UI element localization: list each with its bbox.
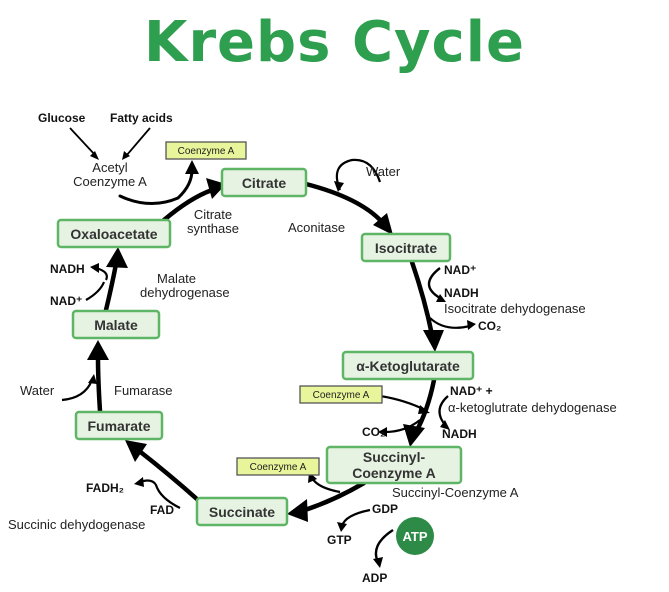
main-cycle-arrows (87, 178, 444, 522)
arrow-kg-co2 (384, 419, 421, 434)
label-glucose: Glucose (38, 111, 86, 125)
label-kg-dehydrogenase: α-ketoglutrate dehydogenase (448, 400, 617, 415)
node-citrate-label: Citrate (242, 175, 287, 191)
node-citrate: Citrate (220, 167, 308, 198)
arrow-water-left (61, 379, 94, 402)
label-aconitase: Aconitase (288, 220, 345, 235)
label-citrate-synthase-line1: Citrate (194, 207, 232, 222)
label-nadh-mal: NADH (50, 262, 85, 276)
coenzyme-badge-ketoglutarate: Coenzyme A (299, 385, 383, 404)
arrow-fatty-acids (125, 127, 151, 157)
arrow-gdp-gtp (340, 508, 371, 527)
node-succinate-label: Succinate (209, 504, 275, 520)
labels: Glucose Fatty acids Acetyl Coenzyme A Ci… (8, 111, 617, 585)
node-isocitrate: Isocitrate (360, 232, 452, 263)
label-iso-dehydrogenase: Isocitrate dehydogenase (444, 301, 586, 316)
arrowhead-succinate (287, 499, 308, 522)
label-succinyl-enzyme: Succinyl-Coenzyme A (392, 485, 519, 500)
page-title: Krebs Cycle (144, 10, 525, 75)
arrow-kg-coa-in (379, 394, 426, 411)
label-acetyl-line2: Coenzyme A (73, 174, 147, 189)
label-nad-iso: NAD⁺ (444, 263, 476, 277)
label-fad: FAD (150, 503, 174, 517)
side-arrows (61, 127, 476, 568)
node-succinyl-line2: Coenzyme A (352, 465, 436, 481)
node-malate: Malate (71, 309, 161, 340)
label-nad-mal: NAD⁺ (50, 294, 82, 308)
arrow-isocitrate-to-ketoglutarate (409, 259, 435, 338)
label-water-top: Water (366, 164, 401, 179)
label-fatty-acids: Fatty acids (110, 111, 173, 125)
label-fumarase: Fumarase (114, 383, 173, 398)
node-succinyl-line1: Succinyl- (363, 449, 426, 465)
arrow-succinate-to-fumarate (135, 447, 201, 503)
label-co2-iso: CO₂ (478, 319, 501, 333)
coenzyme-badge-kg-label: Coenzyme A (313, 390, 370, 401)
arrowhead-succinyl (403, 424, 425, 447)
arrow-atp-adp (374, 528, 394, 563)
arrow-citrate-to-isocitrate (303, 181, 385, 225)
arrow-succinyl-to-succinate (302, 480, 367, 513)
label-co2-kg: CO₂ (362, 425, 385, 439)
label-citrate-synthase-line2: synthase (187, 221, 239, 236)
arrowhead-isocitrate (373, 213, 393, 235)
arrow-iso-nad (427, 267, 441, 300)
node-succinyl-coa: Succinyl- Coenzyme A (325, 445, 463, 485)
node-fumarate-label: Fumarate (87, 418, 150, 434)
arrowhead-oxaloacetate (106, 247, 128, 268)
arrow-kg-nad (438, 395, 449, 427)
label-gdp: GDP (372, 502, 398, 516)
coenzyme-badge-top-label: Coenzyme A (178, 146, 235, 157)
label-adp: ADP (362, 571, 387, 585)
node-succinate: Succinate (195, 496, 289, 527)
node-oxaloacetate-label: Oxaloacetate (70, 226, 157, 242)
node-malate-label: Malate (94, 317, 138, 333)
node-fumarate: Fumarate (74, 410, 164, 441)
node-isocitrate-label: Isocitrate (375, 240, 437, 256)
arrow-iso-co2 (429, 317, 471, 329)
node-ketoglutarate-label: α-Ketoglutarate (356, 358, 460, 374)
coenzyme-badge-top: Coenzyme A (165, 141, 247, 160)
coenzyme-badge-succinyl: Coenzyme A (236, 457, 320, 476)
arrow-glucose (69, 127, 97, 157)
arrow-fumarate-to-malate (95, 355, 103, 414)
label-fadh2: FADH₂ (86, 481, 124, 495)
node-oxaloacetate: Oxaloacetate (56, 218, 172, 249)
coenzyme-badge-succinyl-label: Coenzyme A (250, 462, 307, 473)
label-gtp: GTP (327, 533, 352, 547)
atp-label: ATP (402, 529, 427, 544)
arrow-mal-nad (85, 281, 106, 301)
arrowhead-ketoglutarate (423, 330, 444, 352)
node-ketoglutarate: α-Ketoglutarate (341, 350, 475, 381)
label-acetyl-line1: Acetyl (92, 160, 128, 175)
arrow-malate-to-oxaloacetate (103, 261, 119, 313)
arrow-water-loop (335, 158, 382, 191)
label-nadh-kg: NADH (442, 427, 477, 441)
arrow-oxaloacetate-to-citrate (161, 187, 215, 223)
arrow-acetyl-into-citrate (118, 168, 194, 205)
label-nad-kg: NAD⁺ + (450, 384, 493, 398)
label-succinic-dehydrogenase: Succinic dehydogenase (8, 517, 145, 532)
atp-circle: ATP (396, 517, 434, 555)
arrowhead-malate (87, 340, 109, 360)
label-water-left: Water (20, 383, 55, 398)
label-malate-dehydrogenase-line2: dehydrogenase (140, 285, 230, 300)
label-nadh-iso: NADH (444, 286, 479, 300)
label-malate-dehydrogenase-line1: Malate (157, 271, 196, 286)
arrow-fad (139, 479, 181, 509)
arrowhead-fumarate (125, 440, 147, 462)
